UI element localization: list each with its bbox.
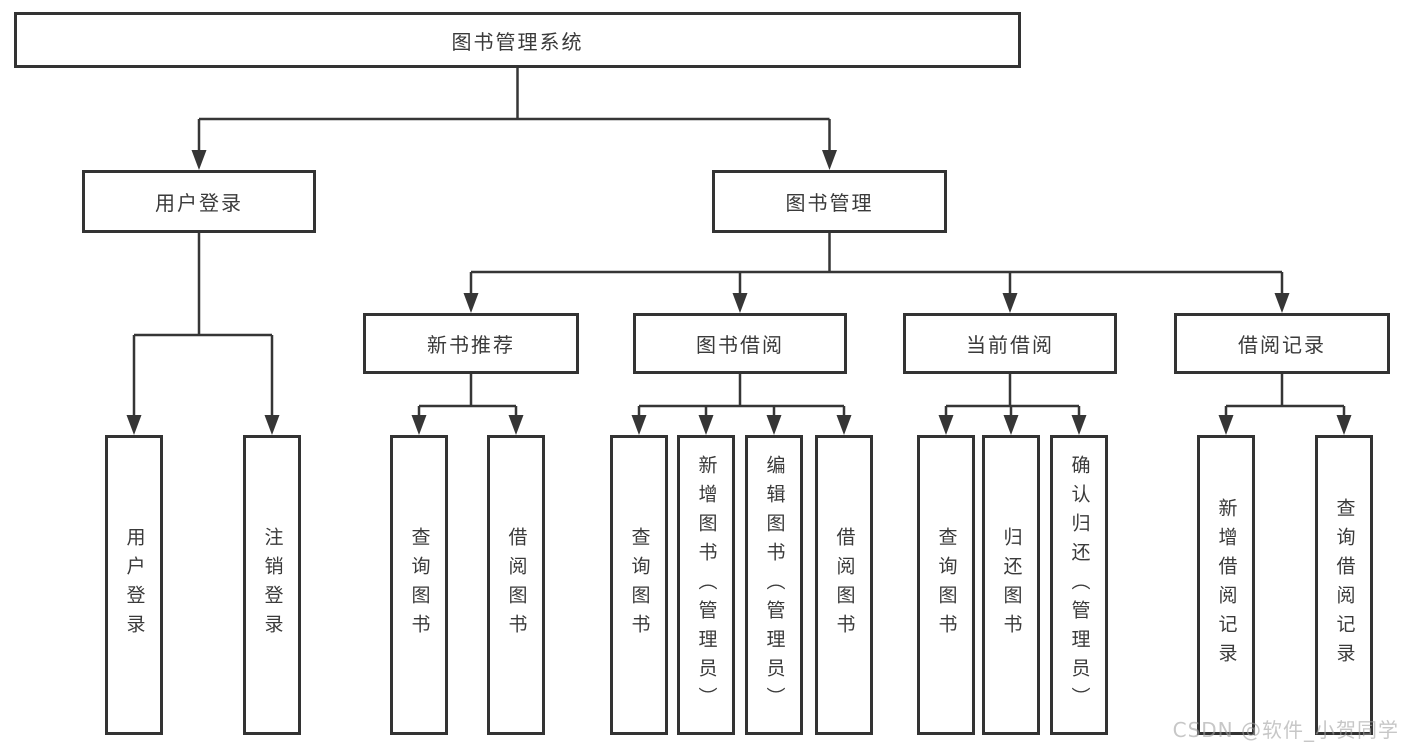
node-borrow-records: 借阅记录 — [1174, 313, 1390, 374]
leaf-borrow-books-borrowing: 借阅图书 — [815, 435, 873, 735]
node-book-borrowing: 图书借阅 — [633, 313, 847, 374]
leaf-borrow-books-recommend: 借阅图书 — [487, 435, 545, 735]
leaf-label: 注销登录 — [261, 527, 284, 643]
leaf-query-books-current: 查询图书 — [917, 435, 975, 735]
leaf-label: 新增借阅记录 — [1215, 498, 1238, 672]
node-library-system-root: 图书管理系统 — [14, 12, 1021, 68]
leaf-label: 编辑图书（管理员） — [763, 454, 786, 716]
leaf-query-books-borrowing: 查询图书 — [610, 435, 668, 735]
leaf-logout: 注销登录 — [243, 435, 301, 735]
leaf-label: 查询图书 — [935, 527, 958, 643]
leaf-add-book-admin: 新增图书（管理员） — [677, 435, 735, 735]
leaf-label: 借阅图书 — [505, 527, 528, 643]
leaf-confirm-return-admin: 确认归还（管理员） — [1050, 435, 1108, 735]
leaf-label: 查询图书 — [628, 527, 651, 643]
leaf-add-borrow-record: 新增借阅记录 — [1197, 435, 1255, 735]
leaf-edit-book-admin: 编辑图书（管理员） — [745, 435, 803, 735]
csdn-watermark: CSDN @软件_小贺同学 — [1172, 718, 1399, 742]
leaf-return-book: 归还图书 — [982, 435, 1040, 735]
leaf-label: 归还图书 — [1000, 527, 1023, 643]
leaf-label: 借阅图书 — [833, 527, 856, 643]
node-user-login: 用户登录 — [82, 170, 316, 233]
node-book-management: 图书管理 — [712, 170, 947, 233]
arrowheads — [126, 150, 1352, 435]
leaf-query-books-recommend: 查询图书 — [390, 435, 448, 735]
node-new-book-recommend: 新书推荐 — [363, 313, 579, 374]
leaf-label: 用户登录 — [123, 527, 146, 643]
node-current-borrowing: 当前借阅 — [903, 313, 1117, 374]
leaf-user-login: 用户登录 — [105, 435, 163, 735]
leaf-label: 确认归还（管理员） — [1068, 454, 1091, 716]
leaf-label: 查询图书 — [408, 527, 431, 643]
leaf-label: 新增图书（管理员） — [695, 454, 718, 716]
leaf-label: 查询借阅记录 — [1333, 498, 1356, 672]
leaf-query-borrow-record: 查询借阅记录 — [1315, 435, 1373, 735]
